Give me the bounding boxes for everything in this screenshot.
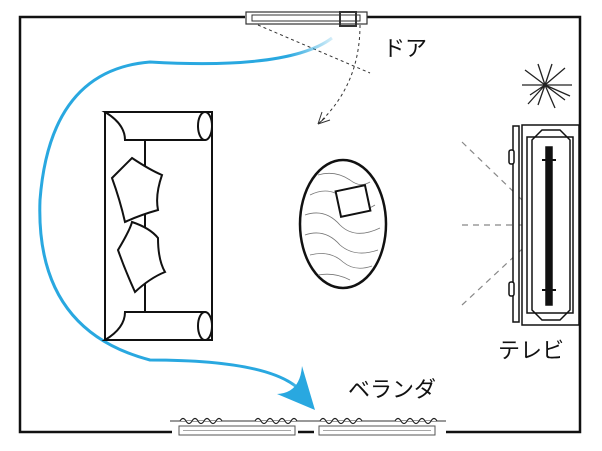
veranda-label: ベランダ [348, 378, 436, 403]
walking-path [38, 36, 333, 392]
veranda-window[interactable] [170, 417, 446, 436]
door-label: ドア [383, 37, 427, 62]
door[interactable] [245, 11, 371, 125]
tv-unit[interactable] [508, 124, 580, 326]
room-walls [18, 15, 582, 434]
tv-label: テレビ [498, 339, 564, 364]
plant-icon [522, 63, 572, 109]
sofa[interactable] [101, 111, 213, 341]
arrow-head-icon [277, 366, 315, 410]
coffee-table[interactable] [298, 158, 388, 290]
cushion [110, 156, 167, 294]
